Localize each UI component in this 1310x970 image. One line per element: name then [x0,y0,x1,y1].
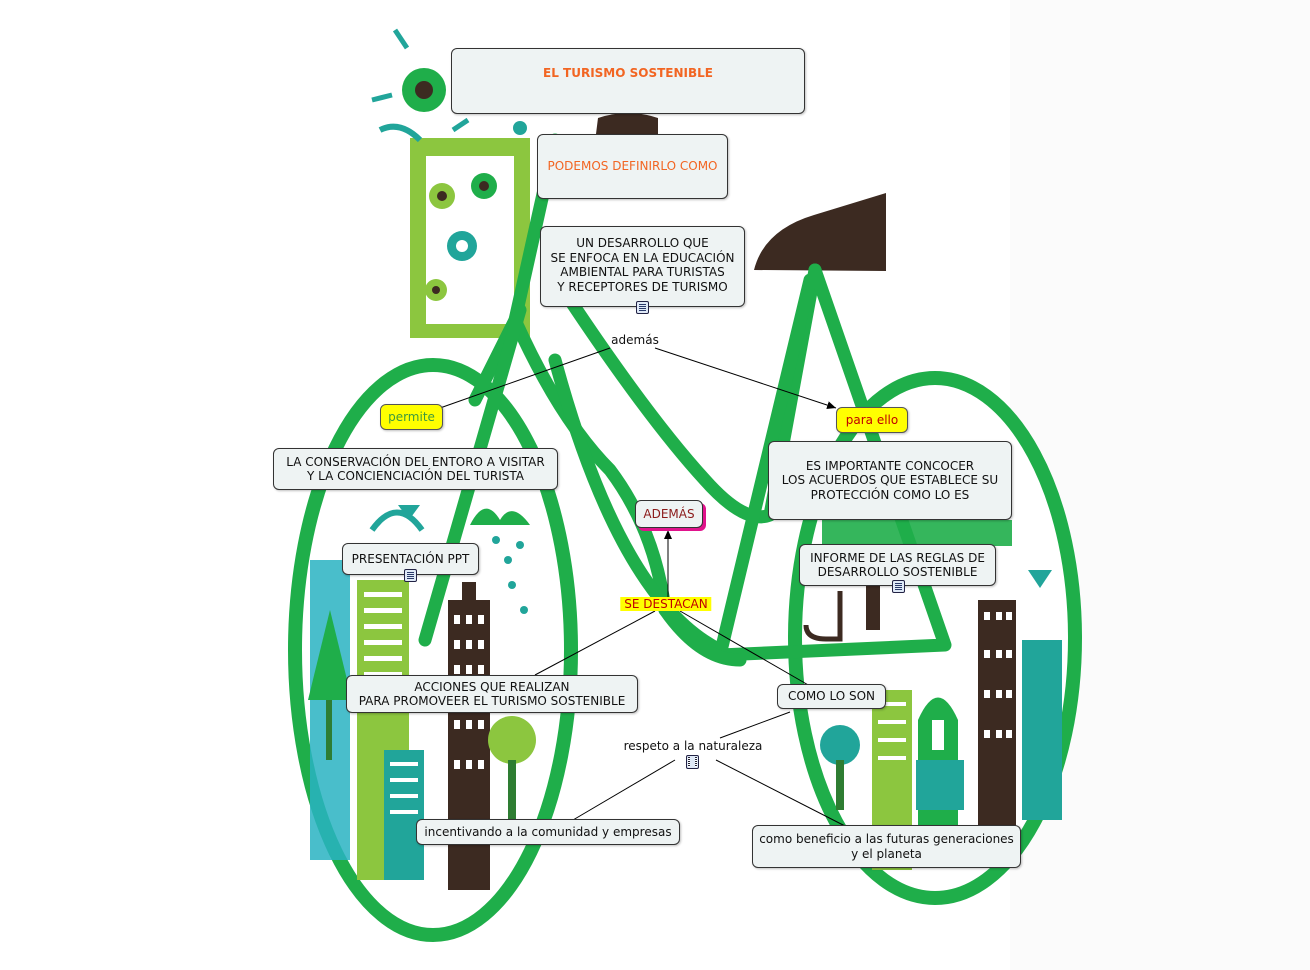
permite-node[interactable]: permite [380,404,443,430]
informe-text: INFORME DE LAS REGLAS DE DESARROLLO SOST… [810,550,985,580]
ademas-label: además [611,333,659,347]
link-respeto-incentivando [572,759,676,821]
importante-text: ES IMPORTANTE CONCOCER LOS ACUERDOS QUE … [781,458,999,502]
link-ademas-permite [439,347,611,409]
title-text: EL TURISMO SOSTENIBLE [543,66,713,80]
como-lo-son-node[interactable]: COMO LO SON [777,684,886,709]
conservacion-node[interactable]: LA CONSERVACIÓN DEL ENTORO A VISITAR Y L… [273,448,558,490]
incentivando-node[interactable]: incentivando a la comunidad y empresas [416,819,680,845]
acciones-text: ACCIONES QUE REALIZAN PARA PROMOVEER EL … [358,679,626,709]
video-icon[interactable] [686,755,699,769]
se-destacan-text: SE DESTACAN [620,597,712,611]
beneficio-node[interactable]: como beneficio a las futuras generacione… [752,825,1021,868]
document-icon[interactable] [636,301,649,314]
permite-text: permite [388,409,435,424]
link-respeto-beneficio [715,759,846,827]
ademas-node[interactable]: ADEMÁS [635,500,703,528]
importante-node[interactable]: ES IMPORTANTE CONCOCER LOS ACUERDOS QUE … [768,441,1012,520]
informe-node[interactable]: INFORME DE LAS REGLAS DE DESARROLLO SOST… [799,544,996,586]
presentacion-node[interactable]: PRESENTACIÓN PPT [342,543,479,575]
document-icon[interactable] [892,580,905,593]
right-wheel-city [803,520,1062,870]
conservacion-text: LA CONSERVACIÓN DEL ENTORO A VISITAR Y L… [286,454,545,484]
link-se-destacan-como-lo-son [679,610,811,687]
desarrollo-node[interactable]: UN DESARROLLO QUE SE ENFOCA EN LA EDUCAC… [540,226,745,307]
presentacion-text: PRESENTACIÓN PPT [351,551,470,566]
link-como-lo-son-respeto [719,711,791,739]
desarrollo-text: UN DESARROLLO QUE SE ENFOCA EN LA EDUCAC… [550,236,735,294]
ademas-node-text: ADEMÁS [643,506,695,521]
incentivando-text: incentivando a la comunidad y empresas [424,824,672,839]
left-wheel-city [308,505,536,890]
title-node[interactable]: EL TURISMO SOSTENIBLE [451,48,805,114]
respeto-label: respeto a la naturaleza [623,739,763,753]
definir-text: PODEMOS DEFINIRLO COMO [547,159,718,174]
para-ello-node[interactable]: para ello [836,407,908,433]
definir-node[interactable]: PODEMOS DEFINIRLO COMO [537,134,728,199]
para-ello-text: para ello [845,412,899,427]
link-ademas-para-ello [654,347,837,409]
document-icon[interactable] [404,569,417,582]
beneficio-text: como beneficio a las futuras generacione… [759,832,1014,861]
acciones-node[interactable]: ACCIONES QUE REALIZAN PARA PROMOVEER EL … [346,675,638,713]
se-destacan-label: SE DESTACAN [620,597,712,611]
link-se-destacan-acciones [534,610,656,676]
como-lo-son-text: COMO LO SON [788,689,875,704]
